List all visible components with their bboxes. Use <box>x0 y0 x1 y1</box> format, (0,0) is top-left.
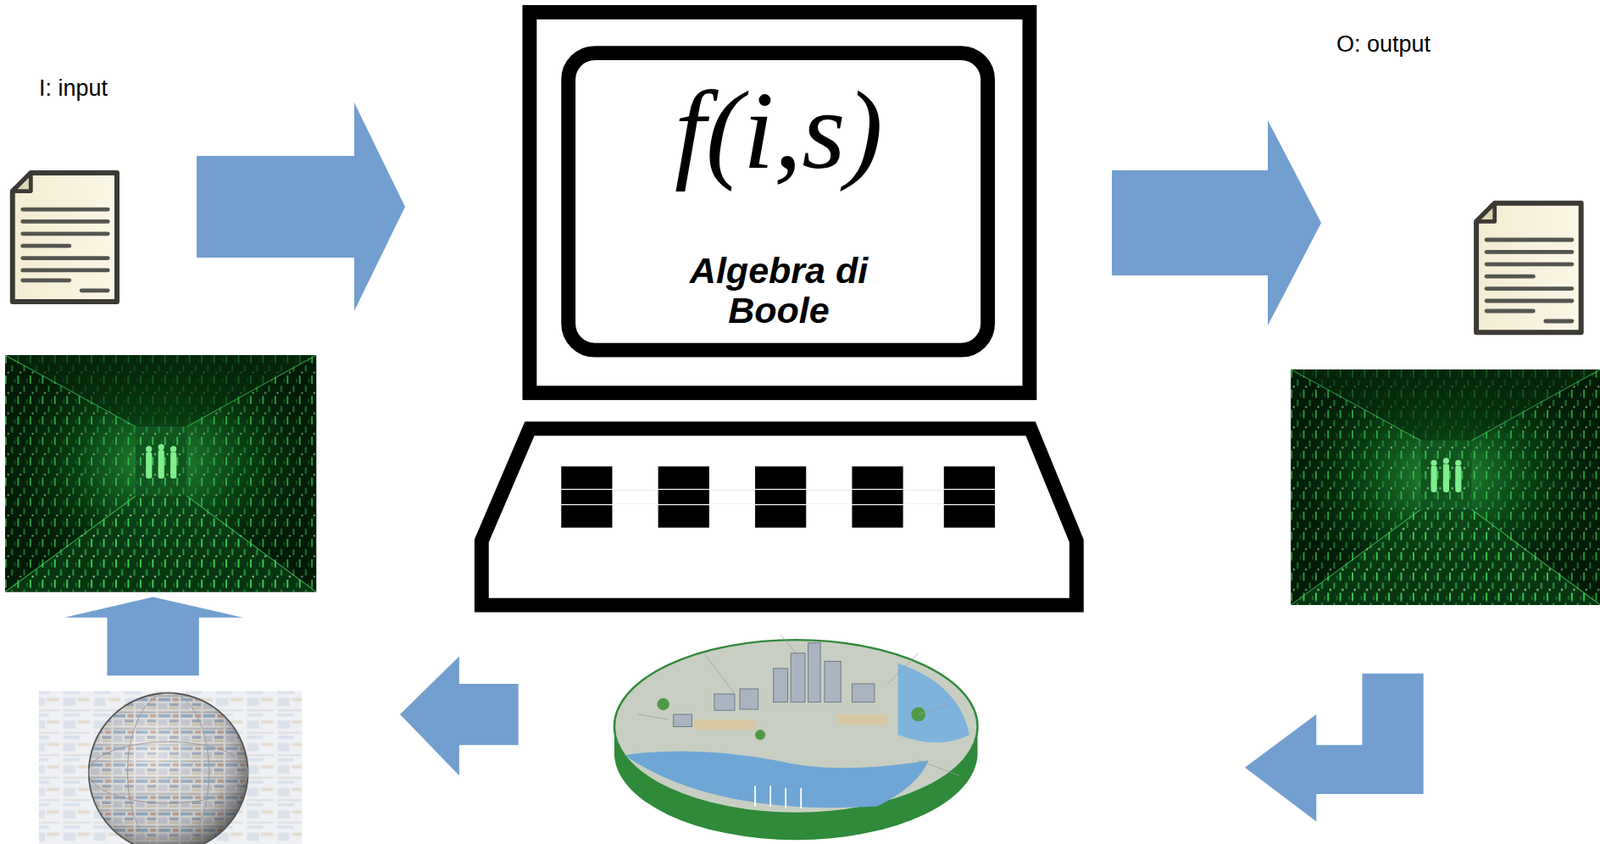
flow-arrow <box>196 102 406 312</box>
output-document: O: output <box>1330 30 1589 337</box>
flow-arrow <box>1111 120 1322 326</box>
matrix-picture <box>5 355 317 592</box>
computer-keyboard <box>481 428 1077 606</box>
matrix-picture <box>1290 369 1600 606</box>
input-label: I: input <box>38 74 108 102</box>
function-formula: f(i,s) <box>674 66 884 195</box>
news-globe-picture <box>38 690 303 844</box>
document-icon <box>1472 199 1587 337</box>
flow-arrow <box>64 597 1424 823</box>
screen-caption: Algebra di Boole <box>651 250 906 332</box>
output-label: O: output <box>1336 30 1431 58</box>
computer-monitor <box>529 11 1030 393</box>
document-icon <box>8 168 123 306</box>
computer: f(i,s) Algebra di Boole <box>522 5 1037 400</box>
smart-city-picture <box>614 634 978 840</box>
input-document: I: input <box>8 74 145 306</box>
